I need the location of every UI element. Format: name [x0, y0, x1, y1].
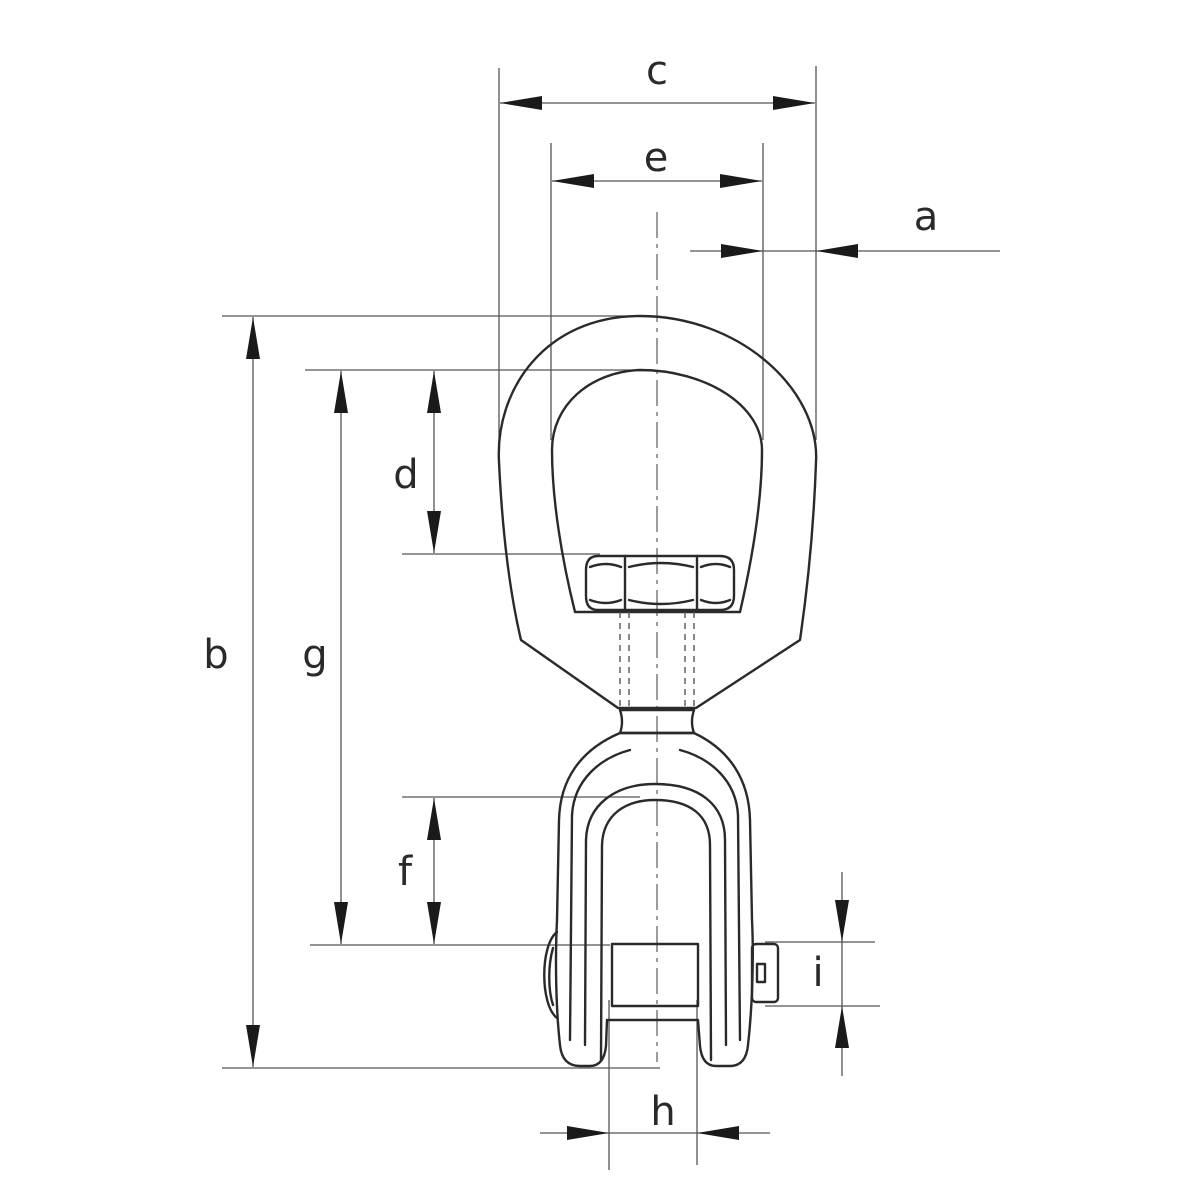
label-f: f: [398, 849, 413, 895]
hex-nut: [584, 554, 736, 612]
extension-lines: [222, 66, 880, 1170]
label-g: g: [302, 632, 327, 678]
jaw-clevis: [554, 731, 754, 1068]
swivel-eye: [497, 314, 818, 710]
label-a: a: [914, 194, 939, 240]
label-e: e: [644, 135, 669, 181]
clevis-pin: [543, 930, 780, 1020]
label-d: d: [393, 452, 418, 498]
hidden-shaft: [619, 612, 695, 706]
label-i: i: [812, 950, 823, 996]
dimension-lines: [246, 96, 1000, 1140]
label-h: h: [650, 1089, 675, 1135]
label-c: c: [646, 48, 668, 94]
label-b: b: [203, 632, 228, 678]
dimension-labels: c e a d b g f i h: [203, 48, 938, 1135]
